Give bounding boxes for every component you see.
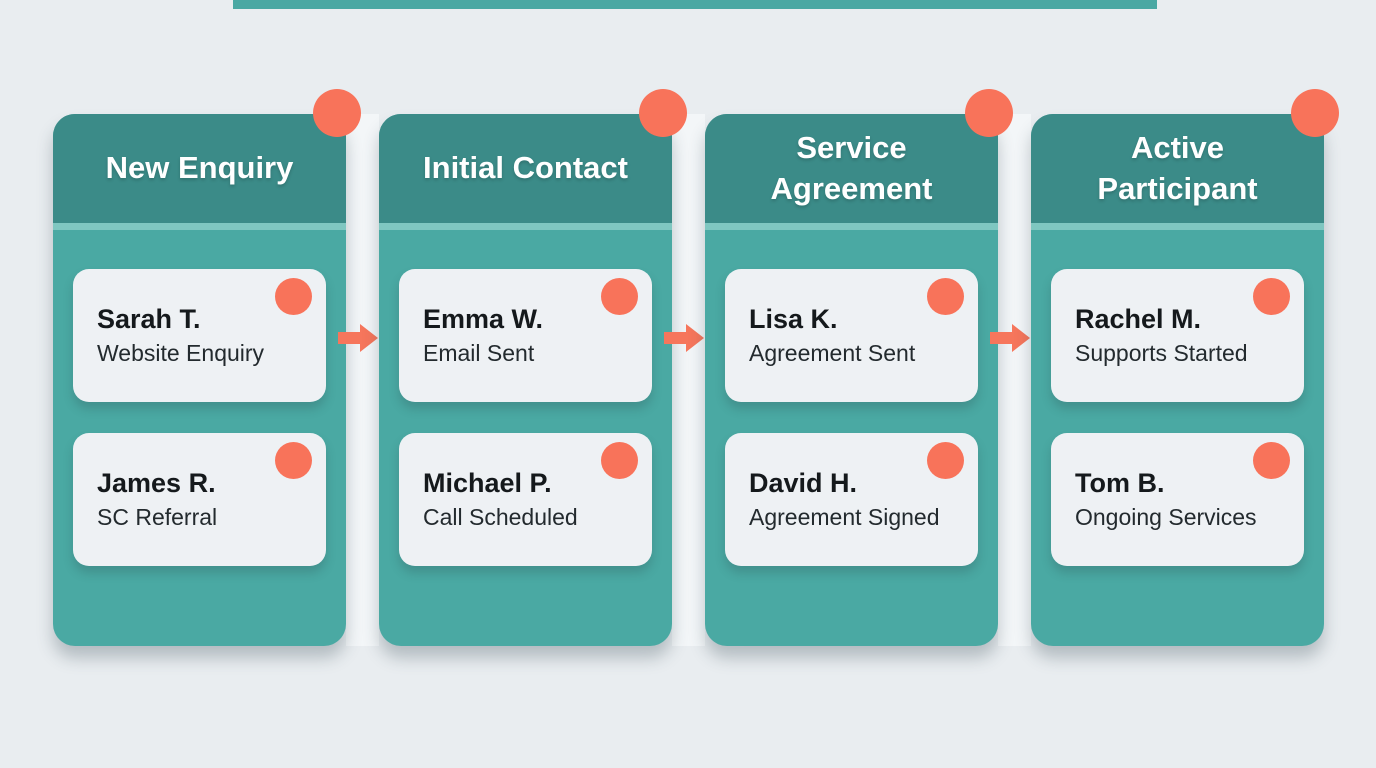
top-accent-bar [233, 0, 1157, 9]
column-gap [998, 114, 1031, 646]
column-title: Active Participant [1097, 129, 1258, 206]
card-client-name: Tom B. [1075, 468, 1165, 499]
arrow-shaft [338, 332, 361, 344]
card-status-dot-icon [927, 278, 964, 315]
column-title: New Enquiry [105, 150, 294, 186]
card-status-dot-icon [275, 278, 312, 315]
pipeline-card[interactable]: James R. SC Referral [73, 433, 326, 566]
card-client-name: Michael P. [423, 468, 552, 499]
card-status-dot-icon [927, 442, 964, 479]
card-status-label: Ongoing Services [1075, 503, 1257, 530]
card-status-label: Call Scheduled [423, 503, 578, 530]
column-status-dot-icon [639, 89, 687, 137]
pipeline-card[interactable]: Tom B. Ongoing Services [1051, 433, 1304, 566]
card-status-dot-icon [601, 442, 638, 479]
pipeline-card[interactable]: Rachel M. Supports Started [1051, 269, 1304, 402]
column-title: Service Agreement [770, 129, 933, 206]
flow-arrow-icon [338, 324, 378, 352]
pipeline-card[interactable]: Sarah T. Website Enquiry [73, 269, 326, 402]
card-status-dot-icon [601, 278, 638, 315]
column-header: Service Agreement [705, 89, 1013, 230]
pipeline-card[interactable]: Lisa K. Agreement Sent [725, 269, 978, 402]
card-client-name: Rachel M. [1075, 304, 1202, 335]
column-header: Active Participant [1031, 89, 1339, 230]
column-header: Initial Contact [379, 89, 687, 230]
card-status-dot-icon [275, 442, 312, 479]
column-header: New Enquiry [53, 89, 361, 230]
column-status-dot-icon [313, 89, 361, 137]
pipeline-card[interactable]: David H. Agreement Signed [725, 433, 978, 566]
card-client-name: James R. [97, 468, 216, 499]
pipeline-column-active-participant: Active Participant Rachel M. Supports St… [1031, 89, 1339, 646]
column-status-dot-icon [965, 89, 1013, 137]
card-status-label: Supports Started [1075, 339, 1248, 366]
card-status-label: Email Sent [423, 339, 535, 366]
arrow-shaft [664, 332, 687, 344]
pipeline-card[interactable]: Michael P. Call Scheduled [399, 433, 652, 566]
card-client-name: Lisa K. [749, 304, 838, 335]
pipeline-column-service-agreement: Service Agreement Lisa K. Agreement Sent… [705, 89, 1013, 646]
column-status-dot-icon [1291, 89, 1339, 137]
arrow-head [1012, 324, 1030, 352]
pipeline-card[interactable]: Emma W. Email Sent [399, 269, 652, 402]
card-status-label: SC Referral [97, 503, 218, 530]
card-status-label: Agreement Signed [749, 503, 940, 530]
card-status-label: Agreement Sent [749, 339, 916, 366]
card-status-dot-icon [1253, 278, 1290, 315]
card-client-name: David H. [749, 468, 858, 499]
pipeline-column-new-enquiry: New Enquiry Sarah T. Website Enquiry Jam… [53, 89, 361, 646]
card-status-dot-icon [1253, 442, 1290, 479]
column-title: Initial Contact [423, 150, 628, 186]
column-gap [672, 114, 705, 646]
pipeline-column-initial-contact: Initial Contact Emma W. Email Sent Micha… [379, 89, 687, 646]
flow-arrow-icon [664, 324, 704, 352]
card-status-label: Website Enquiry [97, 339, 265, 366]
arrow-head [686, 324, 704, 352]
card-client-name: Sarah T. [97, 304, 201, 335]
card-client-name: Emma W. [423, 304, 544, 335]
column-gap [346, 114, 379, 646]
arrow-head [360, 324, 378, 352]
arrow-shaft [990, 332, 1013, 344]
flow-arrow-icon [990, 324, 1030, 352]
